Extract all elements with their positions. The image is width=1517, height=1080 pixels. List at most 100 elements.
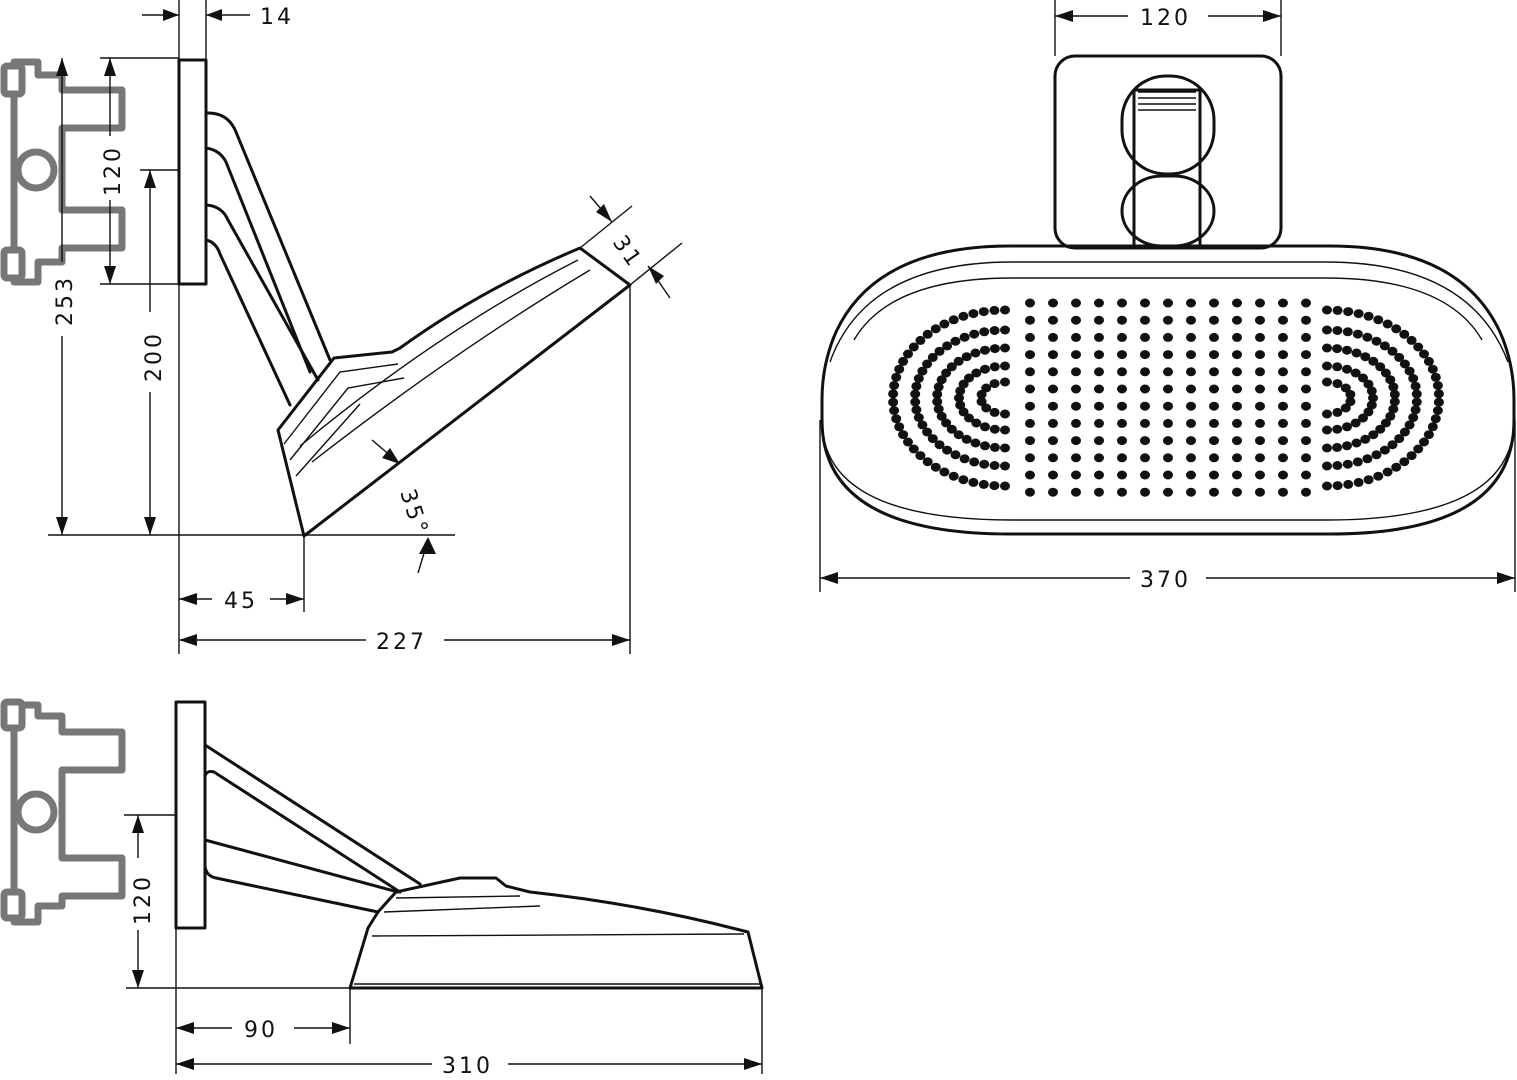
nozzle [1186,367,1196,377]
nozzle [1025,350,1035,360]
nozzle [1373,315,1384,325]
nozzle [969,457,980,467]
nozzle [1186,298,1196,308]
nozzle [958,311,969,321]
nozzle [1255,350,1265,360]
nozzle [1163,315,1173,325]
nozzle [1255,418,1265,428]
nozzle [1332,362,1343,372]
nozzle [1000,343,1010,353]
nozzle [1423,356,1434,366]
nozzle [1399,427,1410,437]
nozzle [927,434,938,444]
nozzle [953,356,964,366]
nozzle [1000,305,1010,315]
nozzle [1094,401,1104,411]
svg-text:370: 370 [1140,568,1191,593]
side-arms [204,111,332,407]
nozzle [1209,436,1219,446]
nozzle [1427,364,1438,374]
nozzle [1332,344,1343,354]
nozzle [1163,384,1173,394]
nozzle [1255,436,1265,446]
nozzle [1048,453,1058,463]
nozzle [1350,368,1361,378]
nozzle [1255,332,1265,342]
nozzle [1048,367,1058,377]
nozzle [888,389,899,399]
nozzle [1353,477,1364,487]
nozzle [1117,350,1127,360]
nozzle [1071,418,1081,428]
nozzle [948,315,959,325]
top-wall-flange [174,700,207,930]
nozzle [1025,315,1035,325]
nozzle [959,332,970,342]
nozzle [1094,367,1104,377]
front-view: 120 370 [819,0,1516,593]
nozzle [1025,367,1035,377]
nozzle [1382,319,1393,329]
dim-total-height: 253 [53,58,78,535]
nozzle [1186,470,1196,480]
nozzle [1140,298,1150,308]
nozzle [1340,383,1351,393]
nozzle [930,324,941,334]
nozzle [1094,298,1104,308]
nozzle [989,424,1000,434]
nozzle [1071,436,1081,446]
svg-text:31: 31 [607,231,647,273]
nozzle [1389,389,1400,399]
nozzle [980,422,990,432]
nozzle [889,381,900,390]
nozzle [1140,436,1150,446]
nozzle [1332,424,1343,434]
nozzle [1209,367,1219,377]
nozzle [1117,315,1127,325]
nozzle [894,422,905,432]
nozzle [933,404,944,414]
nozzle [1366,386,1377,396]
nozzle [908,444,919,454]
nozzle [1373,471,1384,481]
nozzle [1140,350,1150,360]
nozzle [903,349,913,359]
nozzle [989,305,1000,315]
nozzle [1419,437,1429,447]
nozzle [927,352,938,362]
nozzle [1410,381,1421,391]
nozzle [1399,329,1410,339]
nozzle [1433,397,1444,407]
nozzle [1433,389,1444,399]
nozzle [1394,352,1405,362]
nozzle [1094,315,1104,325]
nozzle [1186,487,1196,497]
nozzle [980,441,990,451]
nozzle [961,352,972,362]
nozzle [989,362,1000,372]
nozzle [1000,443,1010,453]
nozzle [1388,404,1399,414]
nozzle [969,329,980,339]
nozzle [1430,414,1441,424]
nozzle [1379,445,1390,455]
nozzle [1406,335,1417,345]
nozzle [1025,418,1035,428]
nozzle [1140,384,1150,394]
nozzle [1278,401,1288,411]
dim-projection-top: 310 [176,1054,762,1079]
nozzle [1048,436,1058,446]
nozzle [891,372,902,382]
nozzle [1025,298,1035,308]
nozzle [1186,453,1196,463]
nozzle [1375,362,1386,372]
nozzle [1368,430,1379,440]
nozzle [1278,384,1288,394]
nozzle [1255,453,1265,463]
nozzle [1371,450,1382,460]
top-arms [203,743,422,914]
nozzle [1048,298,1058,308]
nozzle [950,450,961,460]
nozzle [1186,401,1196,411]
nozzle [1391,324,1402,334]
